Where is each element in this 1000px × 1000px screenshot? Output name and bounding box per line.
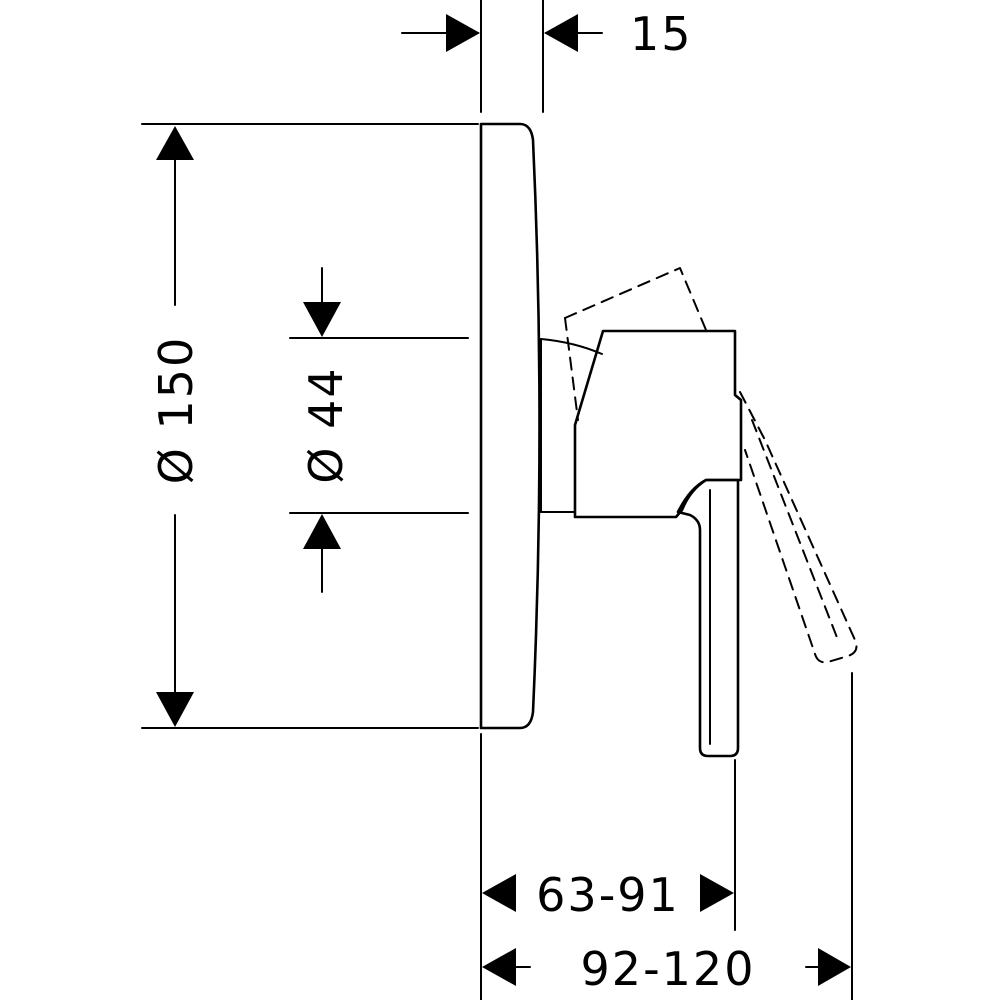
dimension-outer-diameter: Ø 150 — [149, 126, 203, 727]
dimension-top-depth: 15 — [401, 7, 693, 61]
dim-label-top-depth: 15 — [630, 7, 693, 61]
dim-label-projection-long: 92-120 — [581, 942, 756, 996]
lever-handle-open-position — [564, 267, 858, 664]
mixer-body — [573, 329, 743, 519]
lever-handle — [676, 478, 740, 758]
dimension-inner-diameter: Ø 44 — [299, 267, 353, 593]
dim-label-outer-diameter: Ø 150 — [149, 336, 203, 485]
dim-label-inner-diameter: Ø 44 — [299, 366, 353, 483]
extension-lines — [141, 0, 853, 1000]
dimension-projection-short: 63-91 — [482, 868, 734, 922]
cover-plate — [479, 122, 541, 730]
dimension-projection-long: 92-120 — [482, 942, 851, 996]
dim-label-projection-short: 63-91 — [536, 868, 680, 922]
